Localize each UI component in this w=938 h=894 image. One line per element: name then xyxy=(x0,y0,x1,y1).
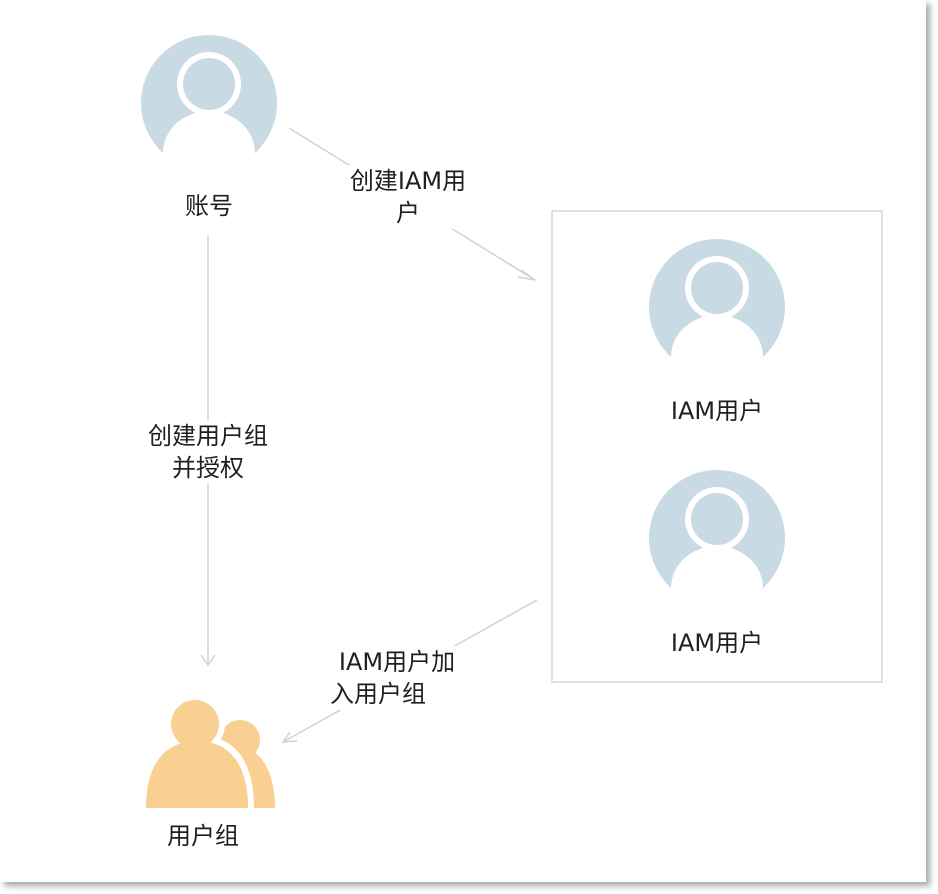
edge-label-create-group-line1: 创建用户组 xyxy=(148,422,268,450)
iam-user-icon-1 xyxy=(649,239,785,375)
account-label: 账号 xyxy=(185,192,233,220)
edge-label-create-iam-user: 创建IAM用 户 xyxy=(326,165,490,229)
edge-label-iam-join-group-line1: IAM用户加 xyxy=(338,648,456,676)
iam-user-label-1: IAM用户 xyxy=(670,397,764,425)
edge-label-iam-join-group-line2: 入用户组 xyxy=(330,680,426,708)
edge-label-iam-join-group: IAM用户加 入用户组 xyxy=(312,646,482,710)
account-user-icon xyxy=(141,35,277,171)
edge-label-create-iam-user-line1: 创建IAM用 xyxy=(349,167,467,195)
user-group-icon xyxy=(140,694,275,808)
iam-users-container xyxy=(551,210,883,683)
iam-user-icon-2 xyxy=(649,470,785,606)
iam-user-label-2: IAM用户 xyxy=(670,629,764,657)
edge-label-create-group-line2: 并授权 xyxy=(172,454,244,482)
edge-label-create-iam-user-line2: 户 xyxy=(396,199,420,227)
edge-label-create-group-authorize: 创建用户组 并授权 xyxy=(130,420,286,484)
user-group-label: 用户组 xyxy=(167,822,239,850)
